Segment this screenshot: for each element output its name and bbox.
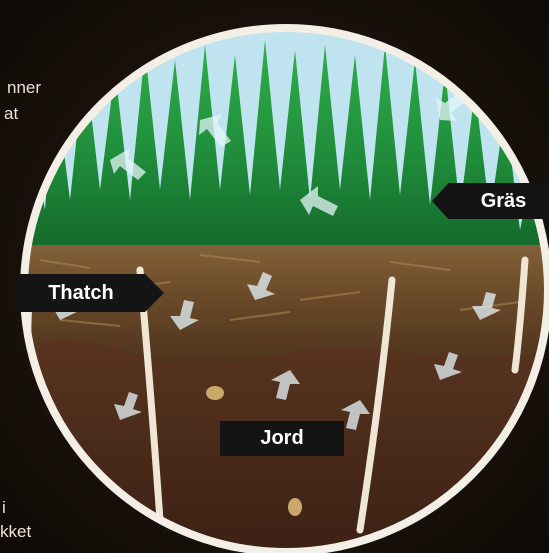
- cropped-text-line-4: kket: [0, 521, 31, 543]
- cropped-text-line-1: nner: [7, 77, 41, 99]
- soil-label: Jord: [220, 421, 344, 456]
- grass-label: Gräs: [432, 183, 549, 219]
- thatch-label: Thatch: [18, 274, 164, 312]
- cropped-text-line-2: at: [4, 103, 18, 125]
- cropped-text-line-3: i: [2, 497, 6, 519]
